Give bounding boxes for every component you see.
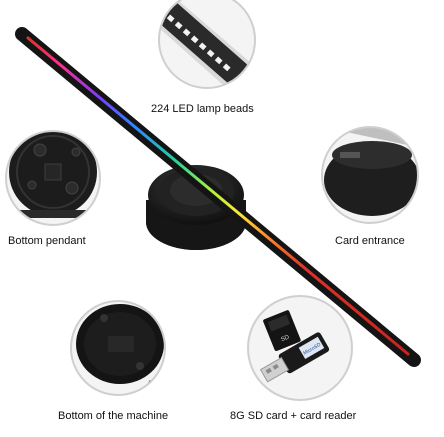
led-beads (166, 14, 231, 72)
caption-card-entrance: Card entrance (335, 235, 405, 247)
card-entrance-circle (321, 126, 419, 224)
caption-bottom-pendant: Bottom pendant (8, 235, 86, 247)
led-closeup-circle (158, 0, 256, 89)
sd-card-label: SD (280, 334, 291, 343)
caption-bottom-machine: Bottom of the machine (58, 410, 169, 422)
sd-card-circle: SD MicroSD (247, 295, 353, 401)
sd-card: SD (263, 310, 301, 351)
led-bar (15, 27, 421, 367)
card-reader: MicroSD (259, 332, 330, 383)
machine-bottom-circle (70, 300, 166, 396)
caption-sd-card: 8G SD card + card reader (230, 410, 357, 422)
caption-lamp-beads: 224 LED lamp beads (151, 103, 254, 115)
bottom-pendant-circle (5, 130, 101, 226)
